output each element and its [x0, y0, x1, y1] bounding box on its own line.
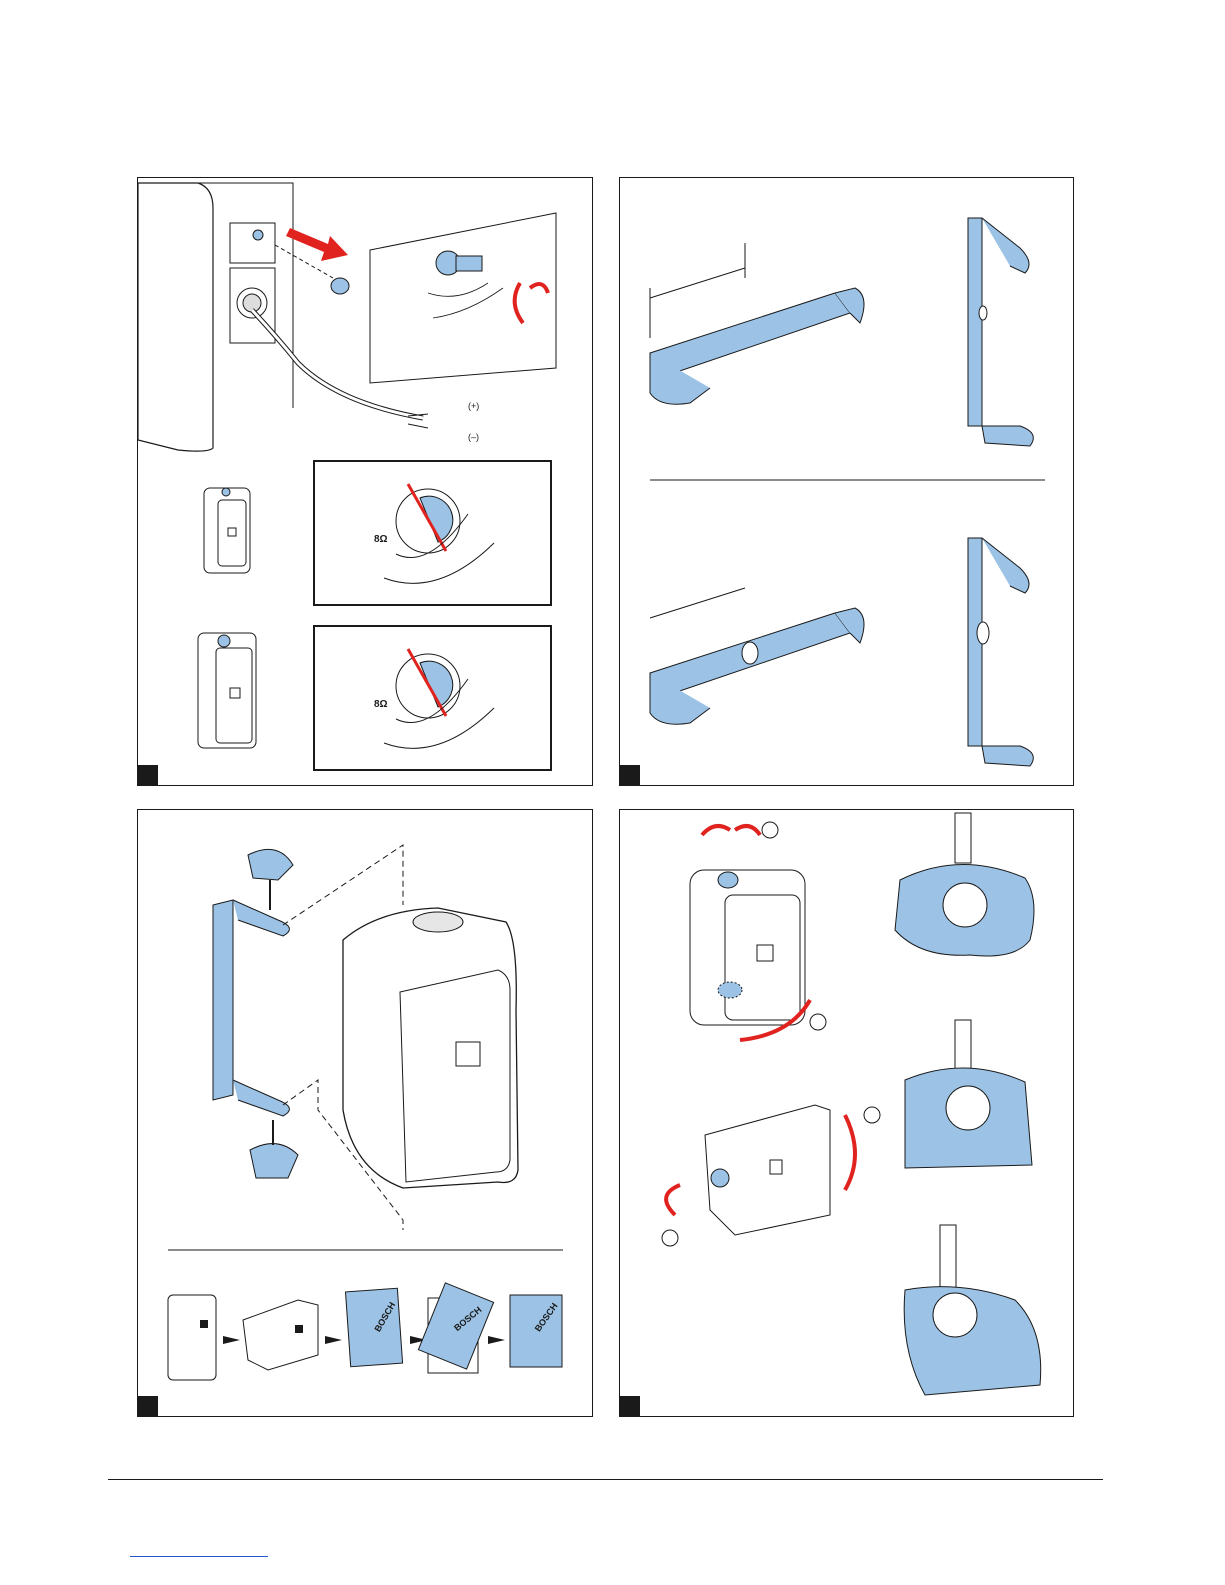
panel-wiring-tap-selector: (+) (–) 8Ω 8Ω: [137, 177, 593, 786]
panel-bracket-mounting: [619, 177, 1074, 786]
step-marker: [138, 765, 158, 785]
footer-rule: [108, 1479, 1103, 1480]
panel-speaker-assembly: BOSCH BOSCH BOSCH: [137, 809, 593, 1417]
polarity-minus-label: (–): [468, 432, 479, 442]
footer-link-underline[interactable]: [130, 1556, 268, 1557]
step-marker: [138, 1396, 158, 1416]
tap-impedance-label-top: 8Ω: [374, 534, 388, 545]
panel-speaker-orientation: [619, 809, 1074, 1417]
step-marker: [620, 765, 640, 785]
orientation-illustration: [620, 810, 1075, 1418]
polarity-plus-label: (+): [468, 401, 479, 411]
bracket-illustration: [620, 178, 1075, 787]
tap-impedance-label-bottom: 8Ω: [374, 699, 388, 710]
assembly-illustration: BOSCH BOSCH BOSCH: [138, 810, 594, 1418]
wiring-illustration: (+) (–) 8Ω 8Ω: [138, 178, 594, 787]
step-marker: [620, 1396, 640, 1416]
